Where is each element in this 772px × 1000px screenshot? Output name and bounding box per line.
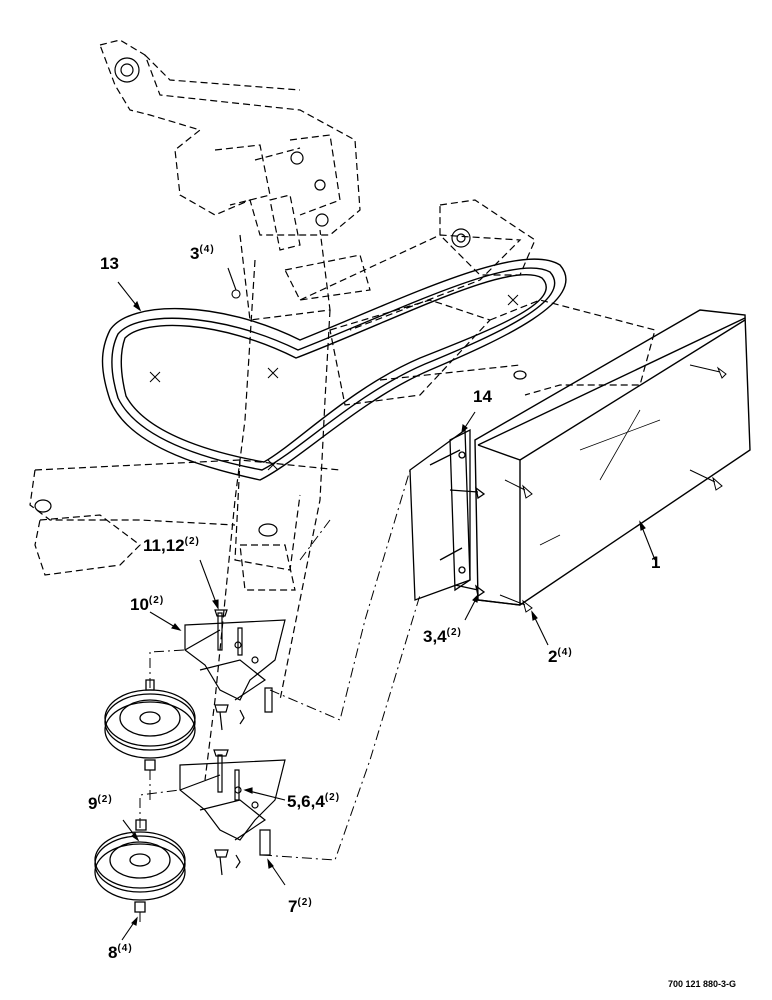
callout-7: 7(2) — [288, 897, 313, 916]
callout-11-12: 11,12(2) — [143, 536, 200, 555]
drive-belt — [101, 258, 567, 481]
frame-bores — [34, 57, 527, 537]
callout-10: 10(2) — [130, 595, 165, 614]
callout-9: 9(2) — [88, 794, 113, 813]
callout-5-6-4: 5,6,4(2) — [287, 792, 341, 811]
pulley-center-marks — [149, 294, 519, 471]
belt-shield — [474, 309, 751, 606]
callout-13: 13 — [100, 254, 119, 273]
callout-3: 3(4) — [190, 244, 215, 263]
callout-14: 14 — [473, 387, 492, 406]
idler-pulley-upper — [104, 679, 196, 771]
callout-leaders — [117, 267, 656, 941]
callout-2: 2(4) — [548, 647, 573, 666]
idler-arm-upper — [184, 609, 286, 731]
idler-arm-lower — [179, 749, 286, 876]
shield-bracket — [409, 428, 486, 601]
callout-3-4: 3,4(2) — [423, 627, 462, 646]
document-code: 700 121 880-3-G — [668, 979, 737, 989]
assembly-lines — [139, 469, 421, 925]
shield-bolts — [499, 364, 727, 613]
upper-frame-phantom — [29, 39, 656, 781]
callout-1: 1 — [651, 553, 661, 572]
callout-8: 8(4) — [108, 943, 133, 962]
idler-pulley-lower — [94, 819, 186, 913]
